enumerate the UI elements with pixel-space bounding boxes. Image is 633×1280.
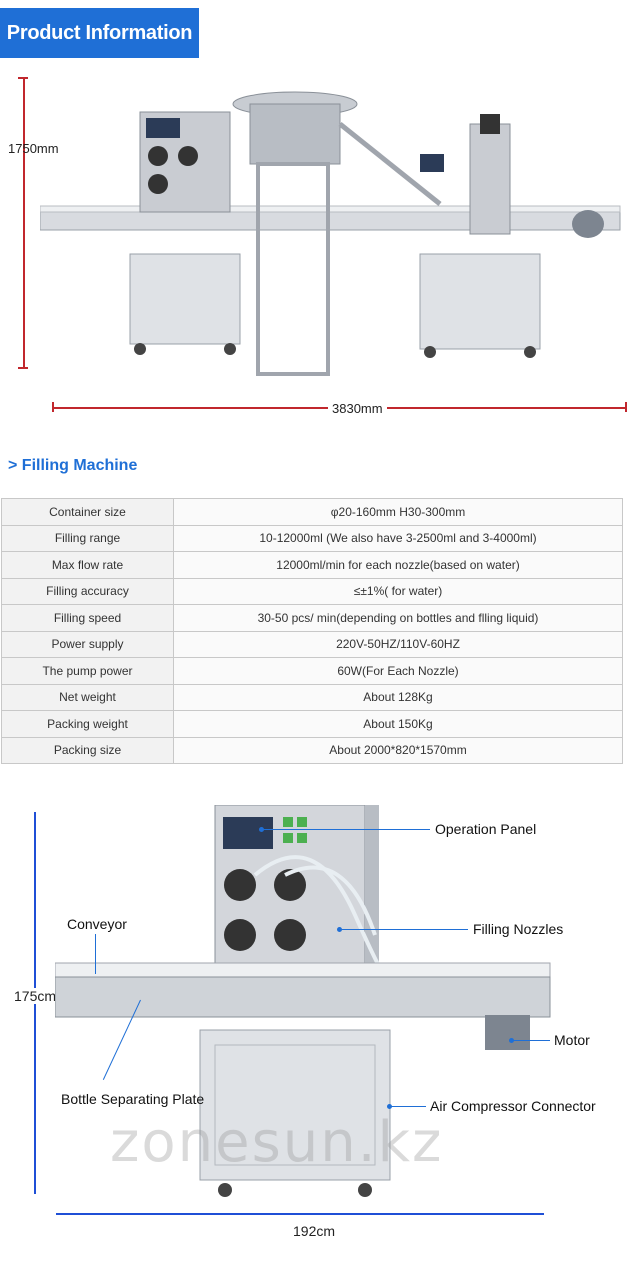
spec-key: The pump power bbox=[1, 657, 174, 685]
spec-value: ≤±1%( for water) bbox=[173, 577, 623, 605]
spec-key: Max flow rate bbox=[1, 551, 174, 579]
callout-dot bbox=[259, 827, 264, 832]
spec-value: 12000ml/min for each nozzle(based on wat… bbox=[173, 551, 623, 579]
spec-key: Filling range bbox=[1, 524, 174, 552]
spec-value: φ20-160mm H30-300mm bbox=[173, 498, 623, 526]
bottom-width-line bbox=[56, 1213, 544, 1215]
spec-value: About 128Kg bbox=[173, 683, 623, 711]
filling-capping-line-photo bbox=[40, 91, 621, 376]
spec-value: About 2000*820*1570mm bbox=[173, 736, 623, 764]
height-tick-top bbox=[18, 77, 28, 79]
callout-line-air-connector bbox=[390, 1106, 426, 1107]
callout-dot bbox=[387, 1104, 392, 1109]
width-label: 3830mm bbox=[328, 401, 387, 416]
table-row: Filling accuracy≤±1%( for water) bbox=[1, 577, 623, 605]
height-tick-bottom bbox=[18, 367, 28, 369]
filling-machine-photo bbox=[55, 805, 551, 1197]
callout-conveyor: Conveyor bbox=[67, 916, 127, 932]
height-label: 1750mm bbox=[8, 141, 59, 156]
callout-line-conveyor bbox=[95, 934, 96, 974]
spec-value: 30-50 pcs/ min(depending on bottles and … bbox=[173, 604, 623, 632]
callout-operation-panel: Operation Panel bbox=[435, 821, 537, 837]
watermark-text: zonesun.kz bbox=[110, 1110, 444, 1175]
spec-key: Filling accuracy bbox=[1, 577, 174, 605]
width-tick-left bbox=[52, 402, 54, 412]
spec-value: About 150Kg bbox=[173, 710, 623, 738]
callout-motor: Motor bbox=[554, 1032, 590, 1048]
callout-bottle-separating-plate: Bottle Separating Plate bbox=[61, 1091, 205, 1107]
filling-machine-section-title: > Filling Machine bbox=[8, 457, 138, 474]
spec-value: 10-12000ml (We also have 3-2500ml and 3-… bbox=[173, 524, 623, 552]
height-dimension-line bbox=[23, 78, 25, 368]
bottom-width-label: 192cm bbox=[293, 1223, 336, 1239]
callout-line-operation-panel bbox=[262, 829, 430, 830]
spec-key: Packing size bbox=[1, 736, 174, 764]
spec-key: Filling speed bbox=[1, 604, 174, 632]
bottom-height-label: 175cm bbox=[14, 988, 57, 1004]
callout-filling-nozzles: Filling Nozzles bbox=[473, 921, 564, 937]
spec-key: Net weight bbox=[1, 683, 174, 711]
product-information-header: Product Information bbox=[0, 8, 199, 58]
spec-key: Packing weight bbox=[1, 710, 174, 738]
spec-value: 220V-50HZ/110V-60HZ bbox=[173, 630, 623, 658]
callout-dot bbox=[337, 927, 342, 932]
callout-air-compressor-connector: Air Compressor Connector bbox=[430, 1098, 596, 1114]
spec-key: Container size bbox=[1, 498, 174, 526]
spec-key: Power supply bbox=[1, 630, 174, 658]
callout-line-motor bbox=[512, 1040, 550, 1041]
spec-value: 60W(For Each Nozzle) bbox=[173, 657, 623, 685]
width-tick-right bbox=[625, 402, 627, 412]
callout-dot bbox=[509, 1038, 514, 1043]
callout-line-filling-nozzles bbox=[340, 929, 468, 930]
